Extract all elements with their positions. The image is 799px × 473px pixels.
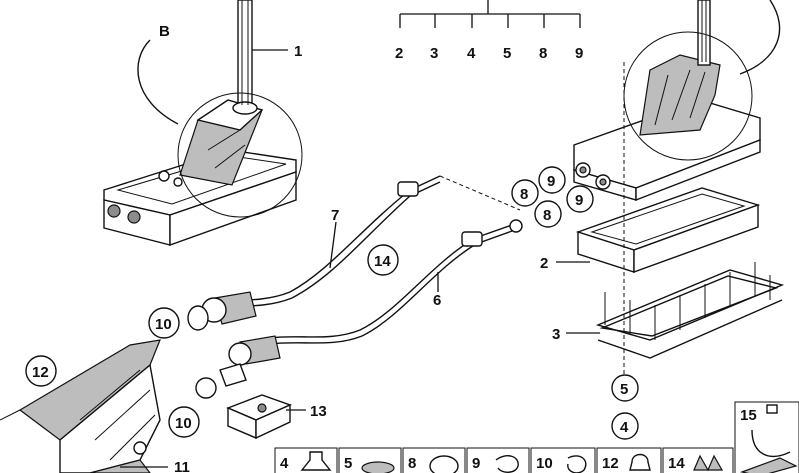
callout-11: 11 (174, 459, 190, 473)
callout-10-lower: 10 (175, 415, 192, 432)
svg-text:5: 5 (344, 455, 352, 472)
callout-1: 1 (294, 43, 302, 60)
callout-7: 7 (331, 207, 339, 224)
svg-text:14: 14 (668, 455, 685, 472)
group-label-2: 2 (395, 45, 403, 62)
kit-tile-15 (734, 401, 799, 473)
group-label-5: 5 (503, 45, 511, 62)
svg-text:12: 12 (602, 455, 619, 472)
svg-text:4: 4 (280, 455, 289, 472)
callout-8-upper: 8 (520, 186, 528, 203)
svg-text:10: 10 (536, 455, 553, 472)
group-label-9: 9 (575, 45, 583, 62)
gearbox-linkage (0, 339, 161, 473)
callout-14-middle: 14 (374, 253, 391, 270)
kit-tile-8: 8 (402, 447, 466, 473)
kit-tile-9: 9 (466, 447, 530, 473)
detail-label-b: B (159, 23, 170, 40)
callout-4-bottom: 4 (620, 419, 629, 436)
cable-clip (226, 394, 292, 440)
shifter-housing-right (573, 0, 781, 202)
group-bracket (399, 0, 581, 28)
select-cable-6 (269, 219, 523, 345)
callout-12-left: 12 (32, 364, 49, 381)
kit-tile-12: 12 (596, 447, 662, 473)
callout-5-bottom: 5 (620, 381, 628, 398)
callout-2: 2 (540, 255, 548, 272)
kit-tile-10: 10 (530, 447, 596, 473)
svg-text:8: 8 (408, 455, 416, 472)
callout-13: 13 (310, 403, 327, 420)
shifter-housing-left (103, 0, 303, 246)
seal-frame (595, 262, 785, 359)
callout-9-upper: 9 (547, 173, 555, 190)
callout-9-lower: 9 (575, 192, 583, 209)
callout-8-lower: 8 (543, 207, 551, 224)
group-label-8: 8 (539, 45, 547, 62)
callout-3: 3 (552, 326, 560, 343)
gasket-plate (575, 187, 761, 273)
kit-tile-4: 4 (274, 447, 338, 473)
cable-end-fittings (187, 291, 281, 399)
callout-6: 6 (433, 292, 441, 309)
group-label-3: 3 (430, 45, 438, 62)
shift-cable-7 (237, 175, 521, 307)
kit-tile-14: 14 (662, 447, 734, 473)
callout-10-upper: 10 (155, 316, 172, 333)
kit-tile-5: 5 (338, 447, 402, 473)
group-label-4: 4 (467, 45, 476, 62)
svg-text:9: 9 (472, 455, 480, 472)
callout-15: 15 (740, 407, 757, 424)
